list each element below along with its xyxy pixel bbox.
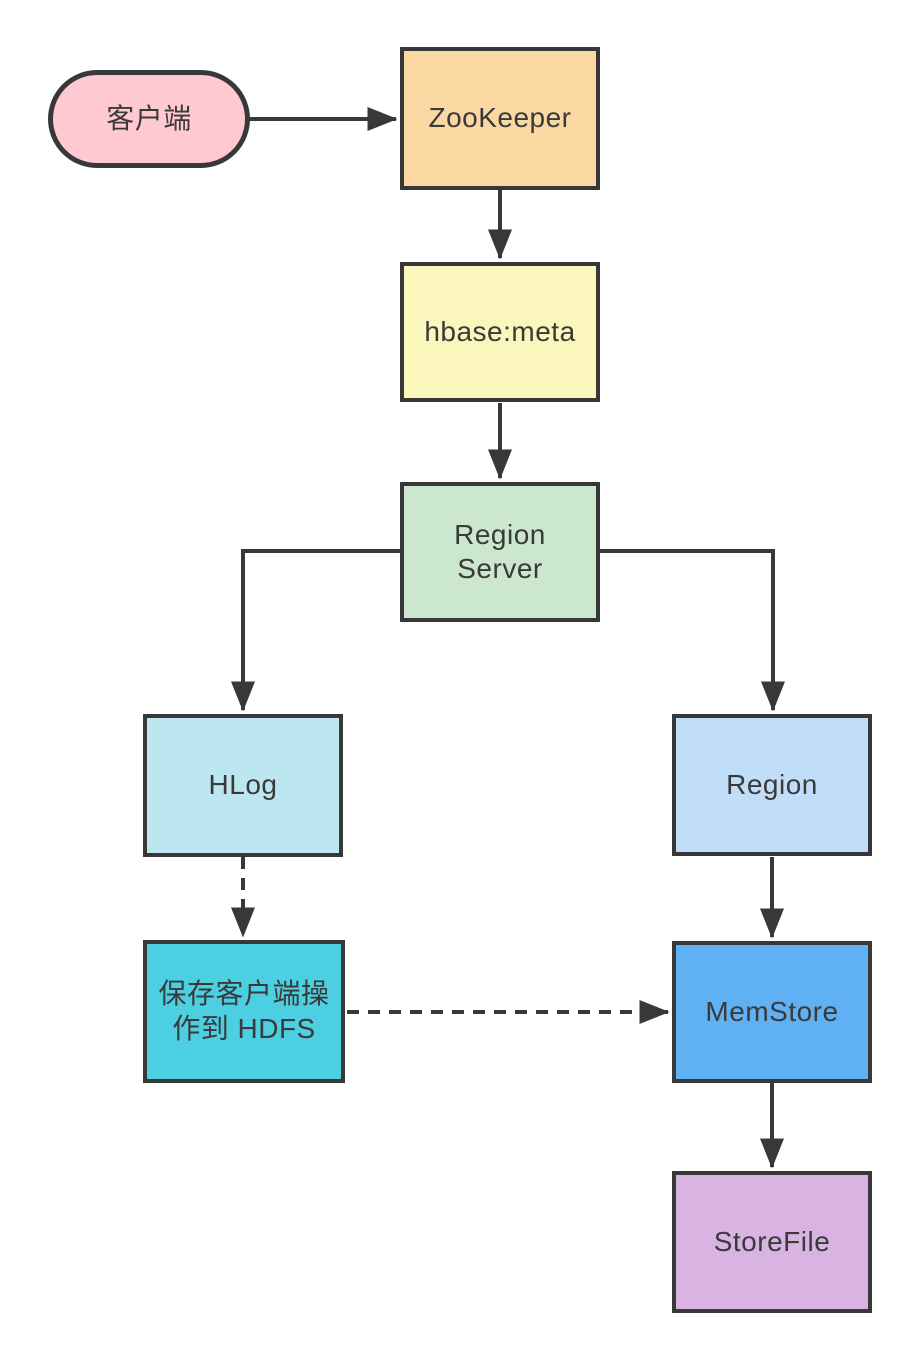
node-client-label: 客户端 — [106, 102, 192, 134]
node-region: Region — [672, 714, 872, 856]
node-zookeeper: ZooKeeper — [400, 47, 600, 190]
node-hbase-meta-label: hbase:meta — [424, 315, 576, 347]
node-storefile: StoreFile — [672, 1171, 872, 1313]
edge-regionserver-hlog — [231, 549, 400, 712]
node-hbase-meta: hbase:meta — [400, 262, 600, 402]
node-memstore: MemStore — [672, 941, 872, 1083]
node-region-server: Region Server — [400, 482, 600, 622]
node-hlog-label: HLog — [208, 769, 278, 801]
node-hdfs-save-label: 保存客户端操 作到 HDFS — [158, 978, 330, 1044]
node-region-server-label: Region Server — [454, 518, 546, 584]
node-memstore-label: MemStore — [705, 995, 839, 1027]
edge-regionserver-region — [600, 549, 785, 712]
node-region-label: Region — [726, 768, 818, 800]
node-zookeeper-label: ZooKeeper — [428, 102, 572, 134]
node-client: 客户端 — [48, 70, 250, 168]
node-storefile-label: StoreFile — [713, 1225, 831, 1257]
node-hlog: HLog — [143, 714, 343, 857]
node-hdfs-save: 保存客户端操 作到 HDFS — [143, 940, 345, 1083]
